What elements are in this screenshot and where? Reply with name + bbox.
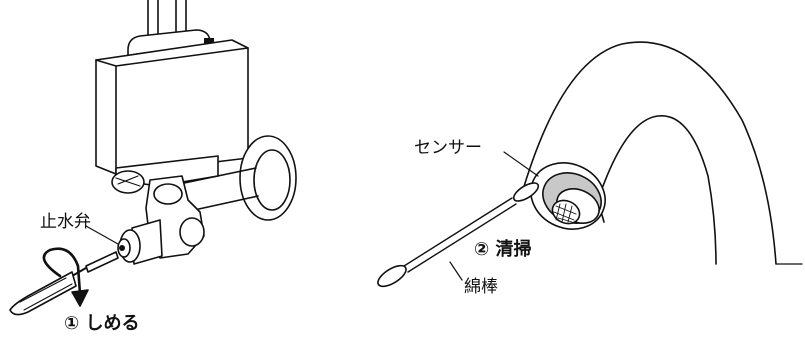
valve-assembly-illustration (95, 0, 297, 265)
step2-label: ② 清掃 (474, 239, 532, 260)
valve-leader-line (85, 225, 119, 245)
screwdriver-icon (9, 251, 119, 316)
sensor-label: センサー (414, 138, 482, 158)
sensor-leader-line (503, 151, 539, 177)
swab-label: 綿棒 (464, 277, 498, 297)
swab-leader-line (449, 261, 463, 281)
faucet-spout-illustration (519, 41, 803, 265)
rotate-arrow-icon (42, 247, 89, 307)
valve-label: 止水弁 (40, 212, 91, 232)
step1-label: ① しめる (64, 313, 140, 334)
cotton-swab-icon (377, 182, 540, 288)
